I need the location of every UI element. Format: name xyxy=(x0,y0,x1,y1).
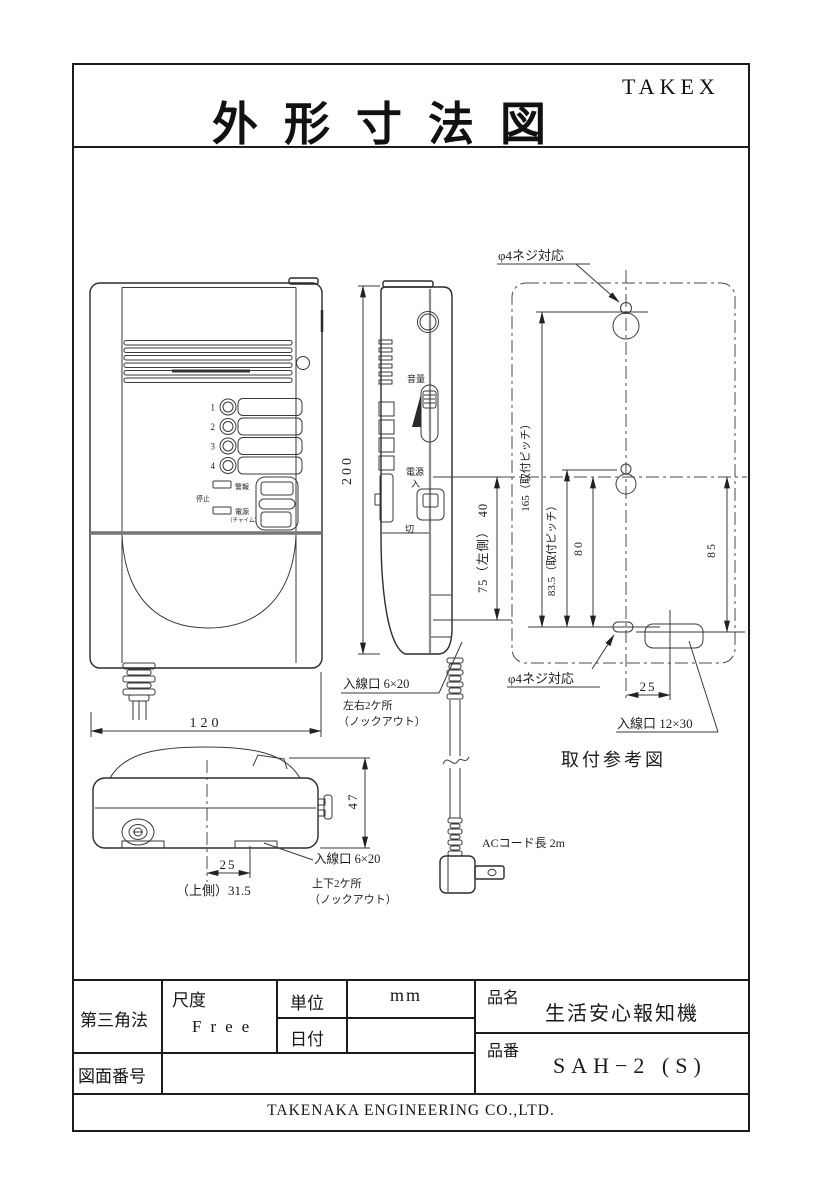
product-name-value: 生活安心報知機 xyxy=(545,1003,699,1025)
brand-logo: TAKEX xyxy=(622,74,720,99)
unit-label: 単位 xyxy=(290,994,324,1013)
page-title: 外形寸法図 xyxy=(212,99,572,150)
date-label: 日付 xyxy=(290,1030,324,1049)
scale-label: 尺度 xyxy=(172,991,206,1010)
model-label: 品番 xyxy=(487,1043,520,1060)
drawing-no-label: 図面番号 xyxy=(78,1067,146,1086)
scale-value: Free xyxy=(192,1017,259,1036)
unit-value: mm xyxy=(390,985,423,1005)
projection-label: 第三角法 xyxy=(80,1011,148,1030)
sheet-border xyxy=(72,63,750,1132)
model-value: SAH−2 (S) xyxy=(553,1053,707,1078)
company-name: TAKENAKA ENGINEERING CO.,LTD. xyxy=(267,1102,555,1119)
title-separator xyxy=(72,146,750,148)
product-name-label: 品名 xyxy=(487,990,520,1007)
